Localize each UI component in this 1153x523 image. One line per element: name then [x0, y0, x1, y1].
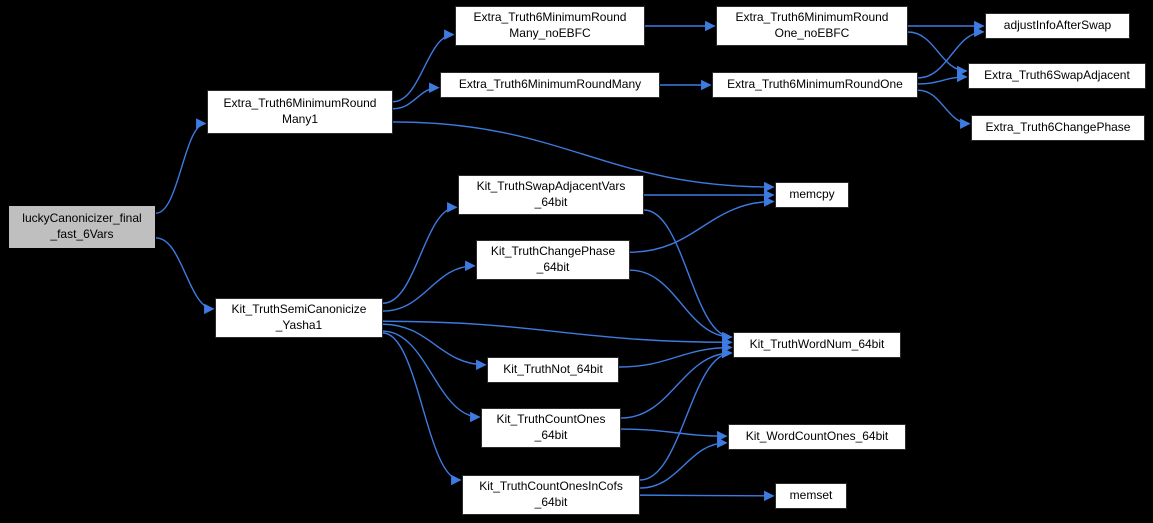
node-memcpy[interactable]: memcpy — [775, 182, 849, 208]
node-kit-truth-count-ones-in-cofs-64bit[interactable]: Kit_TruthCountOnesInCofs _64bit — [462, 475, 640, 515]
edge-kitNot-to-wordnum — [618, 342, 733, 368]
edge-one-to-swapAdj — [917, 71, 968, 85]
edge-countCofs-to-memset — [639, 490, 775, 502]
node-kit-truth-semi-canonicize-yasha1[interactable]: Kit_TruthSemiCanonicize _Yasha1 — [215, 298, 383, 338]
edge-many1-to-memcpy — [392, 121, 775, 193]
edge-countCofs-to-wordCount — [639, 437, 728, 489]
node-extra-truth6-change-phase[interactable]: Extra_Truth6ChangePhase — [971, 115, 1145, 141]
edge-kitChange-to-memcpy — [629, 196, 775, 253]
node-kit-truth-word-num-64bit[interactable]: Kit_TruthWordNum_64bit — [733, 332, 901, 358]
edge-yasha-to-wordnum — [382, 320, 733, 348]
node-extra-truth6-minimum-round-one-noebfc[interactable]: Extra_Truth6MinimumRound One_noEBFC — [716, 6, 908, 46]
node-extra-truth6-swap-adjacent[interactable]: Extra_Truth6SwapAdjacent — [968, 63, 1146, 89]
edge-one-to-changePhase — [917, 89, 971, 129]
edge-yasha-to-kitChange — [382, 260, 476, 312]
node-extra-truth6-minimum-round-many1[interactable]: Extra_Truth6MinimumRound Many1 — [207, 90, 393, 134]
node-lucky-canonicizer-final-fast-6vars[interactable]: luckyCanonicizer_final _fast_6Vars — [8, 205, 156, 249]
edge-kitChange-to-wordnum — [629, 269, 733, 343]
node-adjust-info-after-swap[interactable]: adjustInfoAfterSwap — [985, 13, 1130, 39]
node-kit-truth-not-64bit[interactable]: Kit_TruthNot_64bit — [487, 357, 619, 383]
node-extra-truth6-minimum-round-many-noebfc[interactable]: Extra_Truth6MinimumRound Many_noEBFC — [455, 6, 645, 46]
edge-countCofs-to-wordnum — [639, 347, 733, 481]
edge-many1-to-manyNoEBFC — [392, 29, 455, 103]
node-kit-truth-count-ones-64bit[interactable]: Kit_TruthCountOnes _64bit — [481, 408, 621, 448]
edge-countOnes-to-wordnum — [620, 347, 733, 419]
edge-oneNoEBFC-to-swapAdj — [907, 31, 968, 77]
node-kit-word-count-ones-64bit[interactable]: Kit_WordCountOnes_64bit — [728, 424, 906, 450]
edge-yasha-to-countOnes — [382, 330, 481, 423]
edge-yasha-to-countCofs — [382, 332, 462, 486]
node-memset[interactable]: memset — [775, 483, 847, 509]
node-kit-truth-swap-adjacent-vars-64bit[interactable]: Kit_TruthSwapAdjacentVars _64bit — [458, 175, 644, 215]
edge-one-to-adjust — [917, 26, 985, 79]
node-extra-truth6-minimum-round-many[interactable]: Extra_Truth6MinimumRoundMany — [440, 72, 660, 98]
edge-yasha-to-kitNot — [382, 323, 487, 371]
node-kit-truth-change-phase-64bit[interactable]: Kit_TruthChangePhase _64bit — [476, 240, 630, 280]
node-extra-truth6-minimum-round-one[interactable]: Extra_Truth6MinimumRoundOne — [712, 72, 918, 98]
edge-kitSwap-to-wordnum — [643, 209, 733, 343]
edge-countOnes-to-wordCount — [620, 428, 728, 442]
edge-lucky-to-many1 — [155, 118, 207, 214]
edge-yasha-to-kitSwap — [382, 202, 458, 304]
edge-many1-to-many — [392, 82, 440, 110]
edge-lucky-to-yasha — [155, 237, 215, 315]
